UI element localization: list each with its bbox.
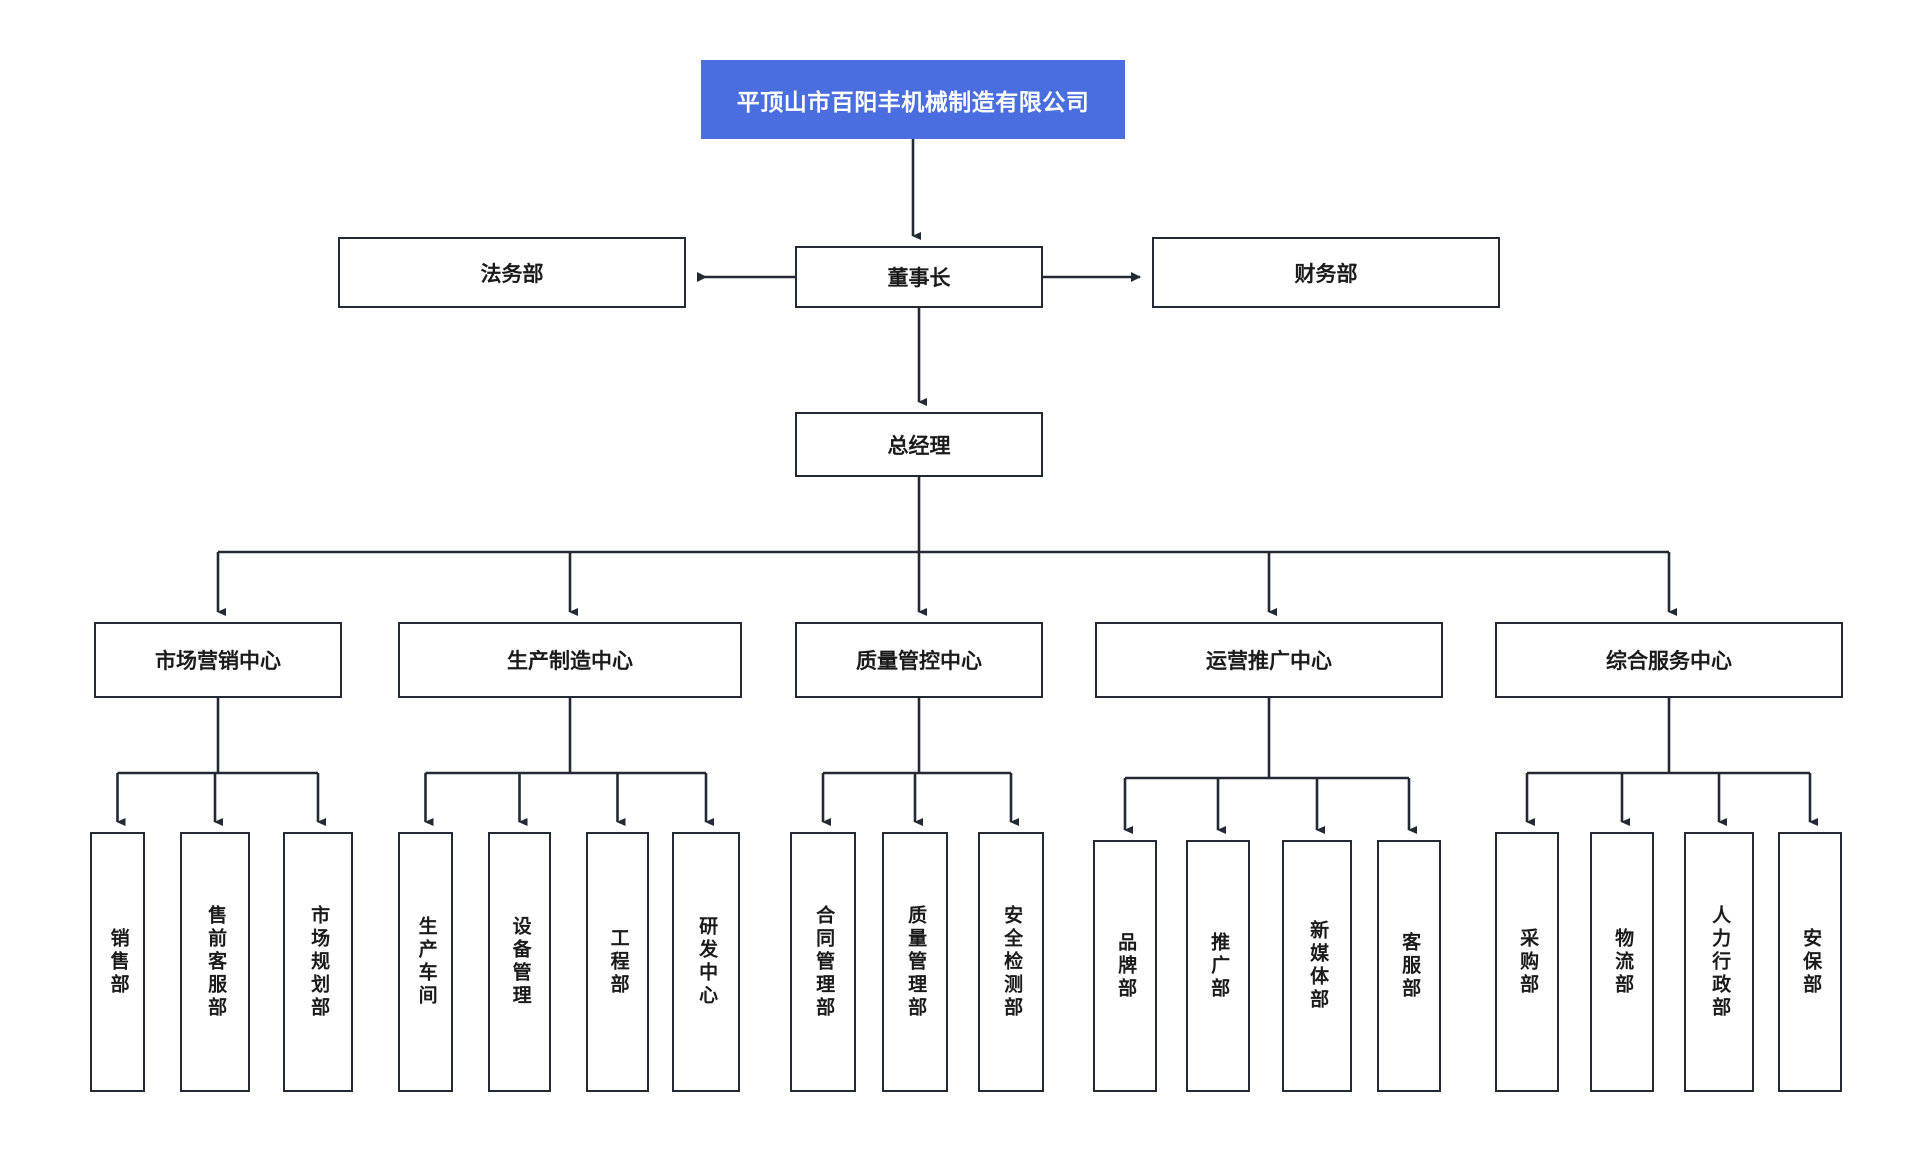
- node-label: 售前客服部: [205, 904, 227, 1020]
- node-department-1-3[interactable]: 市场规划部: [283, 832, 353, 1092]
- node-department-1-1[interactable]: 销售部: [90, 832, 145, 1092]
- node-department-3-2[interactable]: 质量管理部: [882, 832, 948, 1092]
- node-label: 综合服务中心: [1606, 650, 1732, 673]
- node-label: 工程部: [607, 927, 629, 997]
- node-center-4[interactable]: 运营推广中心: [1095, 622, 1443, 698]
- node-department-4-2[interactable]: 推广部: [1186, 840, 1250, 1092]
- node-label: 法务部: [480, 262, 544, 286]
- node-department-3-1[interactable]: 合同管理部: [790, 832, 856, 1092]
- node-label: 设备管理: [509, 916, 531, 1008]
- node-center-1[interactable]: 市场营销中心: [94, 622, 342, 698]
- node-department-5-3[interactable]: 人力行政部: [1684, 832, 1754, 1092]
- node-department-5-1[interactable]: 采购部: [1495, 832, 1559, 1092]
- node-label: 运营推广中心: [1206, 650, 1332, 673]
- node-label: 市场规划部: [308, 904, 330, 1020]
- node-label: 物流部: [1612, 927, 1634, 997]
- node-department-2-1[interactable]: 生产车间: [398, 832, 453, 1092]
- node-department-5-4[interactable]: 安保部: [1778, 832, 1842, 1092]
- node-legal-department[interactable]: 法务部: [338, 237, 686, 308]
- node-department-4-3[interactable]: 新媒体部: [1282, 840, 1352, 1092]
- node-label: 平顶山市百阳丰机械制造有限公司: [736, 88, 1090, 115]
- node-label: 财务部: [1294, 262, 1358, 286]
- node-department-1-2[interactable]: 售前客服部: [180, 832, 250, 1092]
- node-finance-department[interactable]: 财务部: [1152, 237, 1500, 308]
- node-label: 人力行政部: [1709, 904, 1731, 1020]
- node-department-2-3[interactable]: 工程部: [586, 832, 649, 1092]
- node-company-root[interactable]: 平顶山市百阳丰机械制造有限公司: [701, 60, 1125, 139]
- node-department-4-1[interactable]: 品牌部: [1093, 840, 1157, 1092]
- node-label: 推广部: [1208, 931, 1230, 1001]
- node-label: 采购部: [1517, 927, 1539, 997]
- node-center-2[interactable]: 生产制造中心: [398, 622, 742, 698]
- node-department-2-4[interactable]: 研发中心: [672, 832, 740, 1092]
- node-department-2-2[interactable]: 设备管理: [488, 832, 551, 1092]
- node-label: 新媒体部: [1307, 920, 1329, 1012]
- node-label: 研发中心: [696, 916, 718, 1008]
- node-label: 合同管理部: [813, 904, 835, 1020]
- node-label: 市场营销中心: [155, 650, 281, 673]
- node-label: 总经理: [887, 434, 951, 458]
- node-center-5[interactable]: 综合服务中心: [1495, 622, 1843, 698]
- node-label: 销售部: [107, 927, 129, 997]
- node-label: 安全检测部: [1001, 904, 1023, 1020]
- node-label: 生产车间: [415, 916, 437, 1008]
- node-label: 质量管理部: [905, 904, 927, 1020]
- node-label: 董事长: [887, 267, 951, 290]
- node-center-3[interactable]: 质量管控中心: [795, 622, 1043, 698]
- node-label: 安保部: [1800, 927, 1822, 997]
- node-department-3-3[interactable]: 安全检测部: [978, 832, 1044, 1092]
- node-general-manager[interactable]: 总经理: [795, 412, 1043, 477]
- node-chairman[interactable]: 董事长: [795, 246, 1043, 308]
- node-department-5-2[interactable]: 物流部: [1590, 832, 1654, 1092]
- node-department-4-4[interactable]: 客服部: [1377, 840, 1441, 1092]
- node-label: 生产制造中心: [507, 650, 633, 673]
- node-label: 品牌部: [1115, 931, 1137, 1001]
- node-label: 质量管控中心: [856, 650, 982, 673]
- node-label: 客服部: [1399, 931, 1421, 1001]
